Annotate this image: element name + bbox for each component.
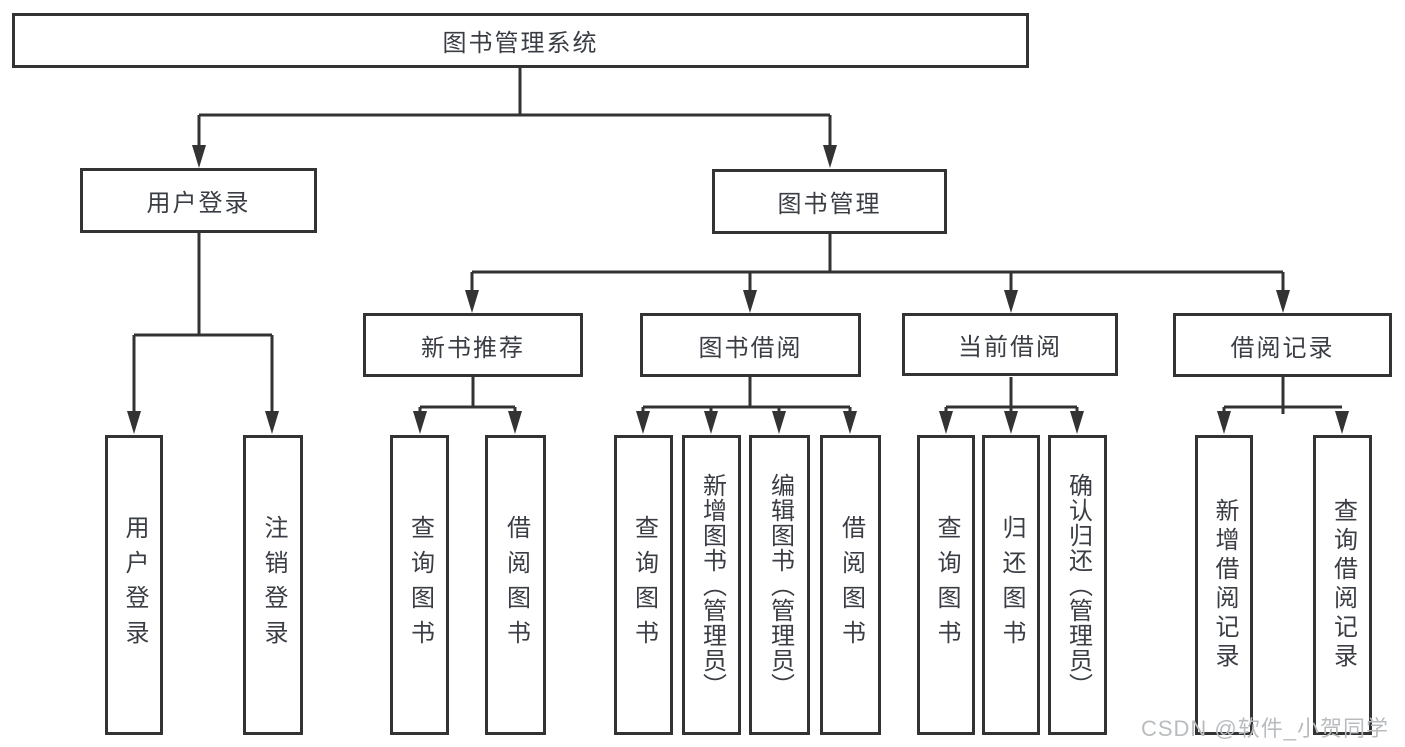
leaf-query-borrow-record: 查询借阅记录 — [1313, 435, 1372, 735]
arrow-down-icon — [772, 411, 786, 434]
leaf-add-borrow-record: 新增借阅记录 — [1195, 435, 1253, 735]
node-borrowing-records: 借阅记录 — [1173, 313, 1392, 377]
connector-borrow-records-to-leaves — [1222, 377, 1342, 414]
node-current-borrowing: 当前借阅 — [902, 313, 1118, 376]
arrow-down-icon — [843, 411, 857, 434]
arrowheads — [127, 145, 1349, 434]
leaf-query-books-current: 查询图书 — [917, 435, 975, 735]
connector-book-borrowing-to-leaves — [641, 377, 852, 414]
connector-book-management-to-level3 — [470, 234, 1285, 292]
connector-root-to-level2 — [197, 68, 832, 148]
arrow-down-icon — [1217, 411, 1231, 434]
arrow-down-icon — [939, 411, 953, 434]
arrow-down-icon — [127, 411, 141, 434]
node-new-book-recommendation: 新书推荐 — [363, 313, 583, 377]
leaf-query-books-recommend: 查询图书 — [390, 435, 449, 735]
arrow-down-icon — [265, 411, 279, 434]
node-book-management: 图书管理 — [712, 169, 947, 234]
node-root: 图书管理系统 — [12, 13, 1029, 68]
connector-current-borrowing-to-leaves — [944, 377, 1079, 414]
arrow-down-icon — [743, 290, 757, 313]
arrow-down-icon — [1070, 411, 1084, 434]
arrow-down-icon — [465, 290, 479, 313]
arrow-down-icon — [413, 411, 427, 434]
arrow-down-icon — [508, 411, 522, 434]
leaf-add-books-admin: 新增图书（管理员） — [682, 435, 741, 735]
leaf-borrow-books-borrowing: 借阅图书 — [820, 435, 881, 735]
connector-user-login-to-leaves — [132, 233, 274, 414]
connector-new-book-to-leaves — [418, 377, 517, 414]
leaf-edit-books-admin: 编辑图书（管理员） — [749, 435, 810, 735]
leaf-query-books-borrowing: 查询图书 — [614, 435, 673, 735]
leaf-confirm-return-admin: 确认归还（管理员） — [1048, 435, 1107, 735]
leaf-borrow-books-recommend: 借阅图书 — [485, 435, 546, 735]
arrow-down-icon — [1335, 411, 1349, 434]
node-user-login: 用户登录 — [80, 168, 317, 233]
arrow-down-icon — [1004, 290, 1018, 313]
arrow-down-icon — [636, 411, 650, 434]
arrow-down-icon — [1276, 290, 1290, 313]
arrow-down-icon — [1004, 411, 1018, 434]
leaf-user-login: 用户登录 — [105, 435, 163, 735]
connector-network — [132, 68, 1342, 414]
leaf-logout-login: 注销登录 — [243, 435, 303, 735]
watermark: CSDN @软件_小贺同学 — [1140, 716, 1389, 741]
arrow-down-icon — [704, 411, 718, 434]
leaf-return-books: 归还图书 — [982, 435, 1040, 735]
arrow-down-icon — [192, 145, 206, 168]
arrow-down-icon — [823, 145, 837, 168]
node-book-borrowing: 图书借阅 — [640, 313, 861, 377]
